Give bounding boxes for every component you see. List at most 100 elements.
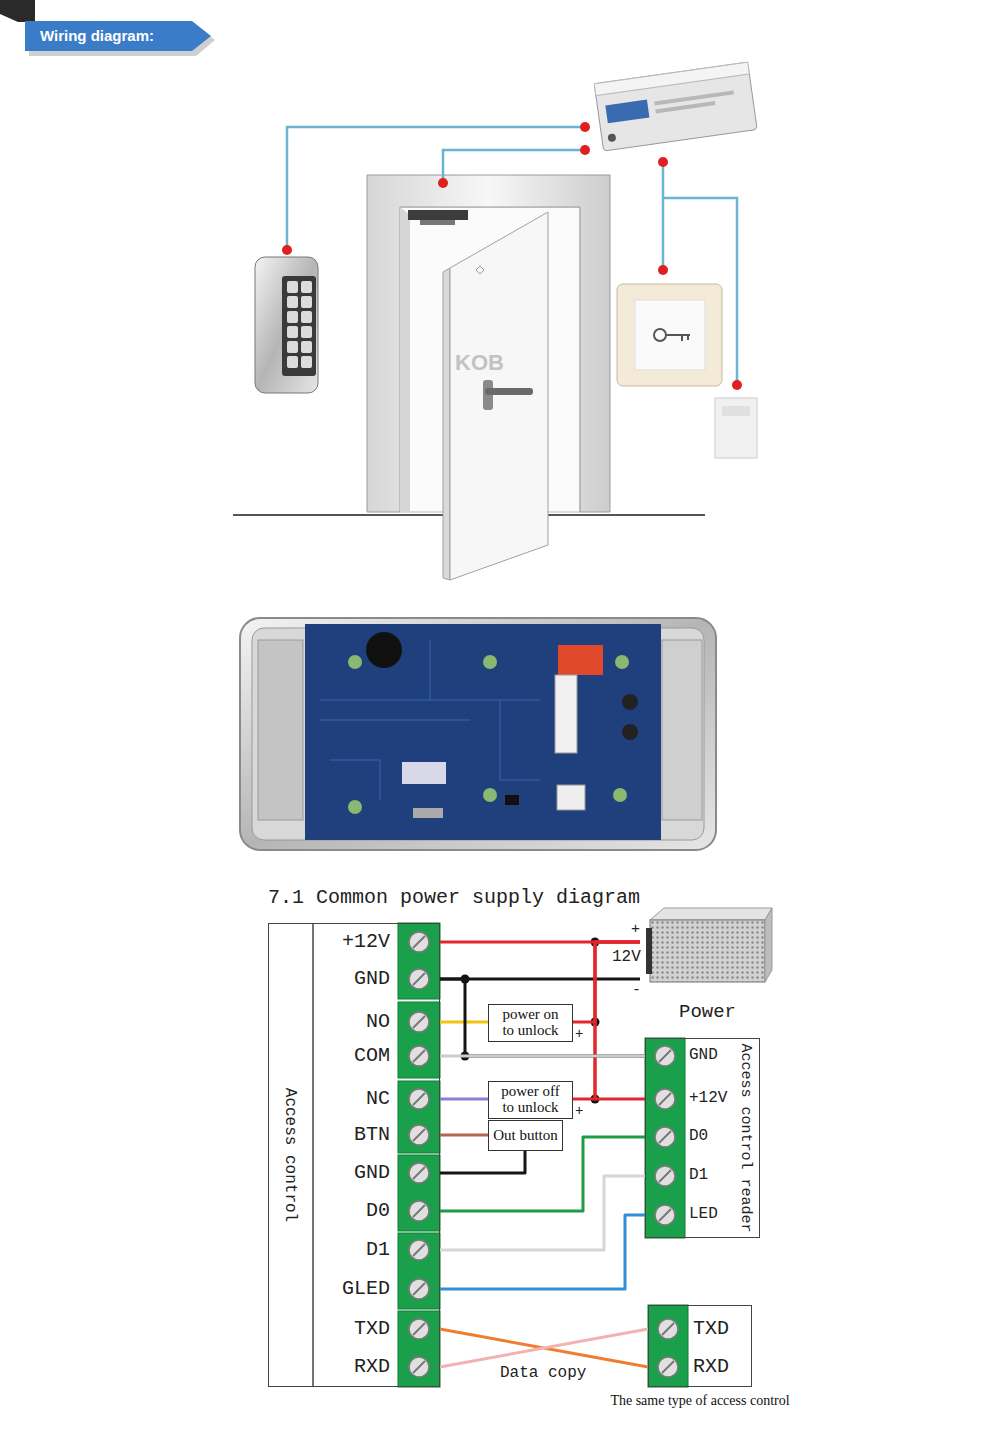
power-box xyxy=(715,398,757,458)
copy-pin: RXD xyxy=(648,1350,748,1384)
terminal-pin: D1 xyxy=(313,1233,440,1267)
cable xyxy=(287,127,585,250)
mount-hole xyxy=(483,788,497,802)
pin-name: LED xyxy=(689,1206,718,1224)
terminal-screw xyxy=(658,1357,678,1377)
polarity-mark: + xyxy=(575,1026,583,1042)
lock-plate xyxy=(420,220,455,225)
pin-name: GND xyxy=(354,1162,390,1184)
wire xyxy=(440,1098,488,1101)
wire xyxy=(440,1329,648,1367)
terminal-screw xyxy=(409,1163,429,1183)
wire xyxy=(440,978,640,981)
board-trace xyxy=(320,640,540,800)
cable xyxy=(662,162,665,270)
terminal-screw xyxy=(655,1046,675,1066)
terminal-screw xyxy=(655,1166,675,1186)
terminal-block xyxy=(398,1155,440,1231)
cable-end xyxy=(580,145,590,155)
cable-end xyxy=(580,122,590,132)
psu-terminals xyxy=(646,928,652,974)
wire xyxy=(440,1134,488,1137)
door-edge xyxy=(443,268,450,580)
terminal-pin: +12V xyxy=(313,925,440,959)
connector xyxy=(557,785,585,810)
cable xyxy=(443,150,585,183)
pin-name: NC xyxy=(366,1088,390,1110)
case-clip xyxy=(662,640,702,820)
banner-tab xyxy=(0,0,35,22)
terminal-screw xyxy=(655,1089,675,1109)
pin-name: TXD xyxy=(354,1318,390,1340)
inline-component-box: power off to unlock xyxy=(488,1081,573,1119)
polarity-mark: + xyxy=(575,1103,583,1119)
cable-end xyxy=(658,157,668,167)
pin-name: D1 xyxy=(366,1239,390,1261)
pin-name: GND xyxy=(689,1047,718,1065)
controller-terminal-panel: Access control+12VGNDNOCOMNCBTNGNDD0D1GL… xyxy=(268,923,440,1387)
inline-component-box: power on to unlock xyxy=(488,1004,573,1042)
controller-top xyxy=(594,62,749,95)
terminal-screw xyxy=(409,1279,429,1299)
terminal-pin: COM xyxy=(313,1039,440,1073)
mount-hole xyxy=(615,655,629,669)
inline-component-box: Out button xyxy=(488,1120,563,1151)
switch xyxy=(505,795,519,805)
terminal-block xyxy=(648,1305,688,1387)
terminal-pin: GND xyxy=(313,962,440,996)
terminal-block xyxy=(398,1311,440,1387)
watermark: KOB xyxy=(455,350,504,375)
key-symbol xyxy=(666,335,690,341)
panel-title: Access control xyxy=(281,1088,299,1222)
wire xyxy=(573,942,640,1022)
pin-name: COM xyxy=(354,1045,390,1067)
door-leaf xyxy=(450,212,548,580)
capacitor xyxy=(622,724,638,740)
controller-box xyxy=(594,62,757,151)
pin-name: D0 xyxy=(366,1200,390,1222)
terminal-screw xyxy=(409,932,429,952)
controller-print xyxy=(654,90,734,105)
voltage-label: 12V xyxy=(612,948,641,966)
psu-body xyxy=(650,920,765,982)
terminal-screw xyxy=(409,1089,429,1109)
terminal-pin: GLED xyxy=(313,1272,440,1306)
wire xyxy=(440,1176,645,1250)
wire xyxy=(573,942,640,1099)
reader-terminal-panel: Access control readerGND+12VD0D1LED xyxy=(645,1038,760,1238)
polarity-mark: + xyxy=(631,921,640,938)
metal-case xyxy=(240,618,716,850)
terminal-screw xyxy=(409,1012,429,1032)
terminal-block xyxy=(645,1038,685,1238)
pin-name: NO xyxy=(366,1011,390,1033)
exit-button xyxy=(635,300,705,370)
terminal-pin: TXD xyxy=(313,1312,440,1346)
controller-print xyxy=(655,101,715,113)
terminal-screw xyxy=(409,969,429,989)
terminal-block xyxy=(398,1233,440,1309)
terminal-screw xyxy=(409,1201,429,1221)
terminal-screw xyxy=(409,1125,429,1145)
wire xyxy=(440,1055,645,1058)
reader-pin: GND xyxy=(645,1040,730,1072)
wire xyxy=(440,979,645,1056)
terminal-block xyxy=(398,923,440,999)
terminal-screw xyxy=(409,1357,429,1377)
buzzer xyxy=(366,632,402,668)
case-clip xyxy=(258,640,303,820)
component-name: Out button xyxy=(493,1128,558,1144)
power-controller xyxy=(594,62,757,151)
controller-port xyxy=(607,133,616,142)
keypad-panel xyxy=(282,276,316,376)
terminal-screw xyxy=(409,1319,429,1339)
copy-terminal-panel: The same type of access controlTXDRXD xyxy=(648,1305,752,1387)
component-name: power on to unlock xyxy=(498,1007,564,1039)
terminal-screw xyxy=(655,1205,675,1225)
pin-name: GND xyxy=(354,968,390,990)
terminal-pin: NO xyxy=(313,1005,440,1039)
circuit-board xyxy=(305,624,661,840)
polarity-mark: - xyxy=(632,982,641,999)
